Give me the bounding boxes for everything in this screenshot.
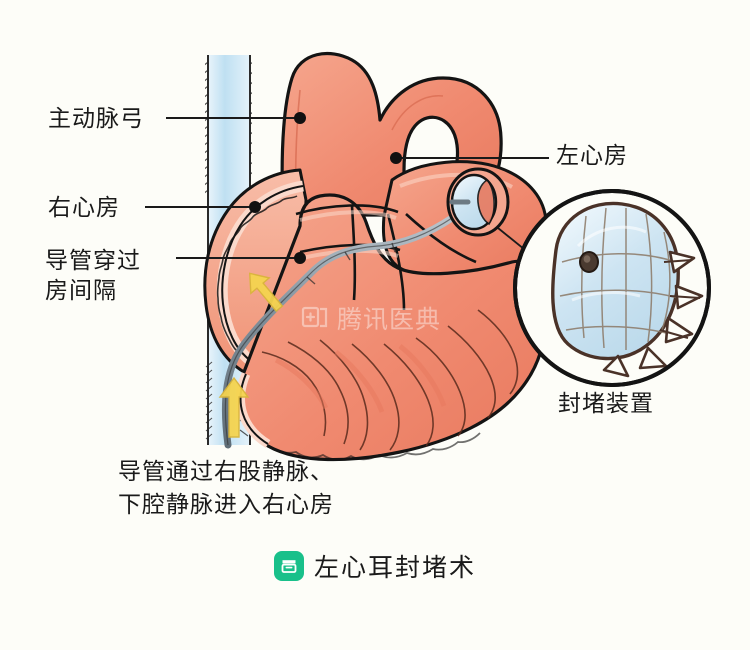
flow-arrows xyxy=(218,272,284,438)
procedure-title-bar: 左心耳封堵术 xyxy=(0,548,750,584)
label-left-atrium: 左心房 xyxy=(556,142,628,168)
leader-dots xyxy=(249,112,402,264)
label-aortic-arch: 主动脉弓 xyxy=(48,105,144,131)
book-icon xyxy=(273,551,304,581)
occluder-in-laa xyxy=(446,167,510,237)
procedure-title: 左心耳封堵术 xyxy=(313,554,476,582)
label-right-atrium: 右心房 xyxy=(48,194,120,220)
occluder-magnified-inset xyxy=(513,189,711,387)
catheter xyxy=(221,214,456,449)
coronary-grooves xyxy=(295,204,477,311)
label-occluder-device: 封堵装置 xyxy=(558,390,654,416)
procedure-caption: 导管通过右股静脉、 下腔静脉进入右心房 xyxy=(118,458,334,517)
leader-lines xyxy=(145,117,549,259)
label-septum-crossing: 导管穿过 房间隔 xyxy=(45,247,141,303)
